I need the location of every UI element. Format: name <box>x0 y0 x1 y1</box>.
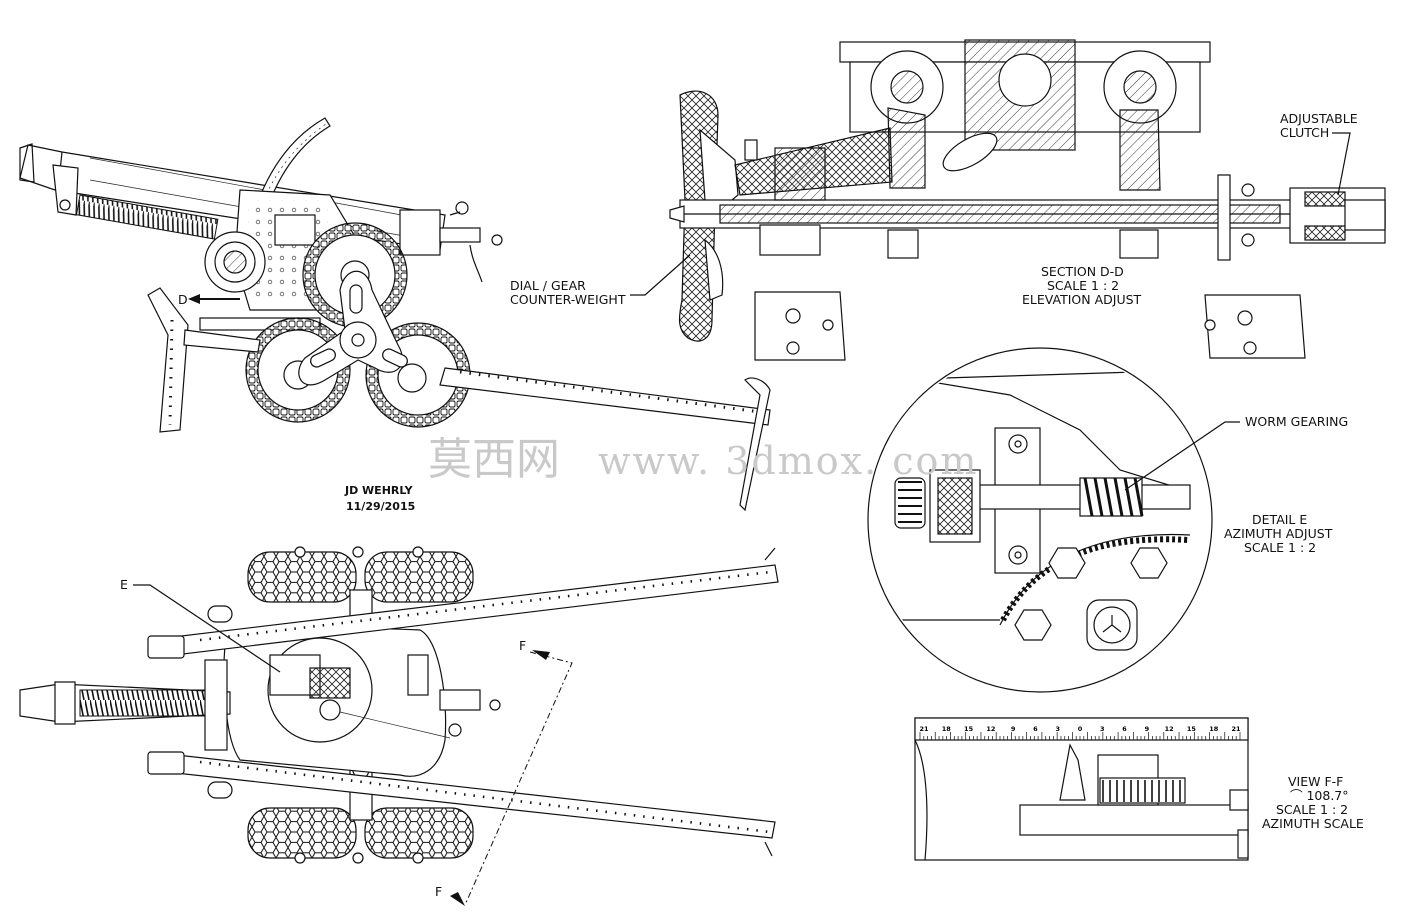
detail-e-desc: AZIMUTH ADJUST <box>1224 526 1333 541</box>
author-name: JD WEHRLY <box>344 484 414 497</box>
section-dd-scale: SCALE 1 : 2 <box>1047 278 1119 293</box>
drawing-date: 11/29/2015 <box>346 500 415 513</box>
section-dd-title: SECTION D-D <box>1041 264 1124 279</box>
label-worm-gearing: WORM GEARING <box>1245 414 1348 429</box>
section-dd-elevation <box>669 39 1386 342</box>
scale-label: 12 <box>1165 725 1174 733</box>
azimuth-scale-ticks <box>919 732 1241 740</box>
support-blocks <box>754 291 1306 361</box>
detail-e-title: DETAIL E <box>1252 512 1307 527</box>
scale-label: 15 <box>1187 725 1197 733</box>
spade-leg <box>147 287 189 433</box>
section-dd-desc: ELEVATION ADJUST <box>1022 292 1142 307</box>
view-marker-f-bottom: F <box>435 884 442 899</box>
scale-label: 0 <box>1078 725 1083 733</box>
view-marker-f-top: F <box>519 638 526 653</box>
scale-label: 18 <box>1209 725 1219 733</box>
scale-label: 9 <box>1011 725 1016 733</box>
detail-marker-e: E <box>120 577 128 592</box>
side-handwheel <box>204 231 266 293</box>
label-dial-gear: DIAL / GEAR <box>510 278 586 293</box>
view-ff-desc: AZIMUTH SCALE <box>1262 816 1364 831</box>
triple-wheel-assembly <box>245 222 471 428</box>
view-ff-angle: ⌒ 108.7° <box>1290 788 1349 803</box>
recoil-spring <box>75 194 219 240</box>
azimuth-scale-labels: 21 18 15 12 9 6 3 0 3 6 9 12 15 18 21 <box>919 725 1241 733</box>
view-ff-title: VIEW F-F <box>1288 774 1343 789</box>
label-clutch: CLUTCH <box>1280 125 1329 140</box>
scale-label: 3 <box>1100 725 1105 733</box>
watermark-chinese: 莫西网 <box>428 434 560 485</box>
view-ff-azimuth-scale: 21 18 15 12 9 6 3 0 3 6 9 12 15 18 21 <box>914 717 1249 861</box>
side-view-cannon: D <box>19 117 771 512</box>
scale-label: 18 <box>942 725 952 733</box>
scale-label: 6 <box>1033 725 1038 733</box>
scale-label: 3 <box>1055 725 1060 733</box>
scale-label: 21 <box>1231 725 1241 733</box>
label-counterweight: COUNTER-WEIGHT <box>510 292 626 307</box>
top-view-cannon <box>19 546 779 864</box>
scale-label: 21 <box>919 725 929 733</box>
trail-leg <box>439 367 771 426</box>
elevation-arc <box>254 117 331 213</box>
scale-label: 12 <box>986 725 995 733</box>
scale-label: 6 <box>1122 725 1127 733</box>
watermark-url: www. 3dmox. com <box>598 439 978 483</box>
detail-e-scale: SCALE 1 : 2 <box>1244 540 1316 555</box>
scale-label: 15 <box>964 725 974 733</box>
label-adjustable: ADJUSTABLE <box>1280 111 1358 126</box>
section-marker-d: D <box>178 292 188 307</box>
scale-label: 9 <box>1145 725 1150 733</box>
view-ff-scale: SCALE 1 : 2 <box>1276 802 1348 817</box>
detail-e-azimuth <box>867 347 1213 693</box>
